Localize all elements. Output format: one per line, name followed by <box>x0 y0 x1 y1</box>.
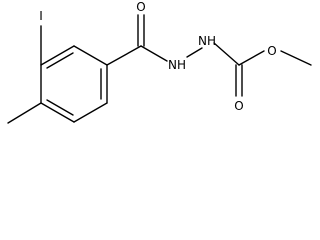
hydrazide-nh-left-label: NH <box>168 58 186 72</box>
ester-methyl-bond <box>280 50 312 66</box>
bond-lines <box>7 14 312 124</box>
carbonyl-oxygen-right-label: O <box>234 99 243 113</box>
carbonyl-nh-bond <box>140 45 168 62</box>
ring-bond-3 <box>73 102 108 123</box>
hydrazide-nh-right-label: NH <box>198 34 216 48</box>
ring-bond-1 <box>73 45 108 66</box>
nh-nh-bond <box>186 47 203 58</box>
carbamate-ester-bond <box>238 50 265 66</box>
ring-carbonyl-bond <box>106 45 142 66</box>
ring-bond-6 <box>40 45 75 66</box>
ring-bond-6-inner <box>46 52 74 69</box>
carbonyl-oxygen-left-label: O <box>136 0 145 14</box>
ester-oxygen-label: O <box>267 44 276 58</box>
ring-bond-4 <box>40 102 75 123</box>
ring-bond-4-inner <box>46 99 74 116</box>
structure-canvas: I O NH NH O O <box>7 0 312 124</box>
iodine-label: I <box>39 9 43 23</box>
chemical-structure-diagram: I O NH NH O O <box>7 0 312 124</box>
c-methyl-bond <box>7 102 42 124</box>
nh-carbamate-bond <box>213 42 240 66</box>
